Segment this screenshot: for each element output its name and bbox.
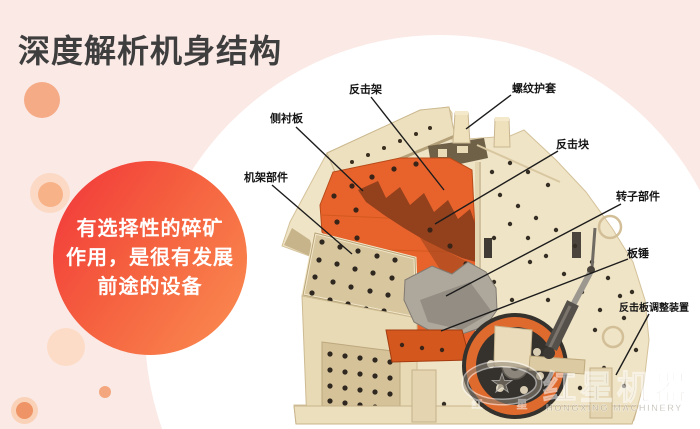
promo-line-1: 有选择性的碎矿 <box>76 217 224 240</box>
callout-thread-sleeve: 螺纹护套 <box>465 81 557 130</box>
grate-plate <box>301 231 419 320</box>
promo-circle: 有选择性的碎矿 作用，是很有发展 前途的设备 <box>53 161 247 355</box>
sidewall-bolts <box>427 160 639 407</box>
label-impact-block: 反击块 <box>556 137 590 151</box>
sidewall-details <box>427 160 639 407</box>
label-impact-frame: 反击架 <box>349 82 382 96</box>
panel-bolts <box>327 351 393 410</box>
label-side-liner: 侧衬板 <box>270 111 304 125</box>
callouts: 侧衬板 反击架 螺纹护套 反击块 机架部件 转子部件 <box>244 81 689 376</box>
callout-side-liner: 侧衬板 <box>270 111 364 192</box>
decor-circle-solid <box>24 82 60 118</box>
blow-bar-block <box>385 329 471 363</box>
emblem-char-right: 星 <box>517 398 528 411</box>
thread-sleeve-posts <box>452 111 511 148</box>
bearing-block <box>493 325 586 375</box>
shell-shading-line <box>476 144 561 183</box>
promo-text: 有选择性的碎矿 作用，是很有发展 前途的设备 <box>66 215 234 302</box>
label-blow-bar: 板锤 <box>627 246 649 260</box>
callout-impact-plate-adjuster: 反击板调整装置 <box>615 301 689 376</box>
label-rotor-parts: 转子部件 <box>616 189 660 203</box>
decor-circle-light <box>47 328 85 366</box>
callout-rotor-parts: 转子部件 <box>445 189 660 297</box>
callout-frame-parts: 机架部件 <box>244 170 353 255</box>
callout-impact-block: 反击块 <box>434 137 590 225</box>
label-frame-parts: 机架部件 <box>244 170 288 184</box>
callout-impact-frame: 反击架 <box>349 82 445 191</box>
emblem-char-left: 红 <box>472 397 483 411</box>
bracket-fitting <box>457 146 468 153</box>
cover-bolts <box>350 126 432 164</box>
callout-blow-bar: 板锤 <box>440 246 649 332</box>
feed-chute <box>284 228 315 258</box>
decor-circle-dot <box>99 386 111 398</box>
promo-line-2: 作用，是很有发展 <box>66 246 234 269</box>
decor-circle-ring2-inner <box>16 402 33 419</box>
decor-circle-ring-inner <box>38 182 63 207</box>
page-title: 深度解析机身结构 <box>18 33 283 69</box>
bracket-fitting <box>438 149 447 157</box>
adjuster-cylinder <box>543 227 597 359</box>
brand-name-en: HONGXING MACHINERY <box>546 403 683 414</box>
brand-name: 红星机器 <box>543 369 691 406</box>
star-icon: ★ <box>490 368 513 398</box>
front-lower-panel <box>301 295 418 425</box>
label-impact-plate-adjuster: 反击板调整装置 <box>619 301 689 314</box>
impact-liner-teeth <box>358 181 476 262</box>
label-thread-sleeve: 螺纹护套 <box>512 81 557 95</box>
brand-watermark: ★ 红 星 红星机器 HONGXING MACHINERY <box>461 360 691 414</box>
promo-line-3: 前途的设备 <box>97 275 203 298</box>
